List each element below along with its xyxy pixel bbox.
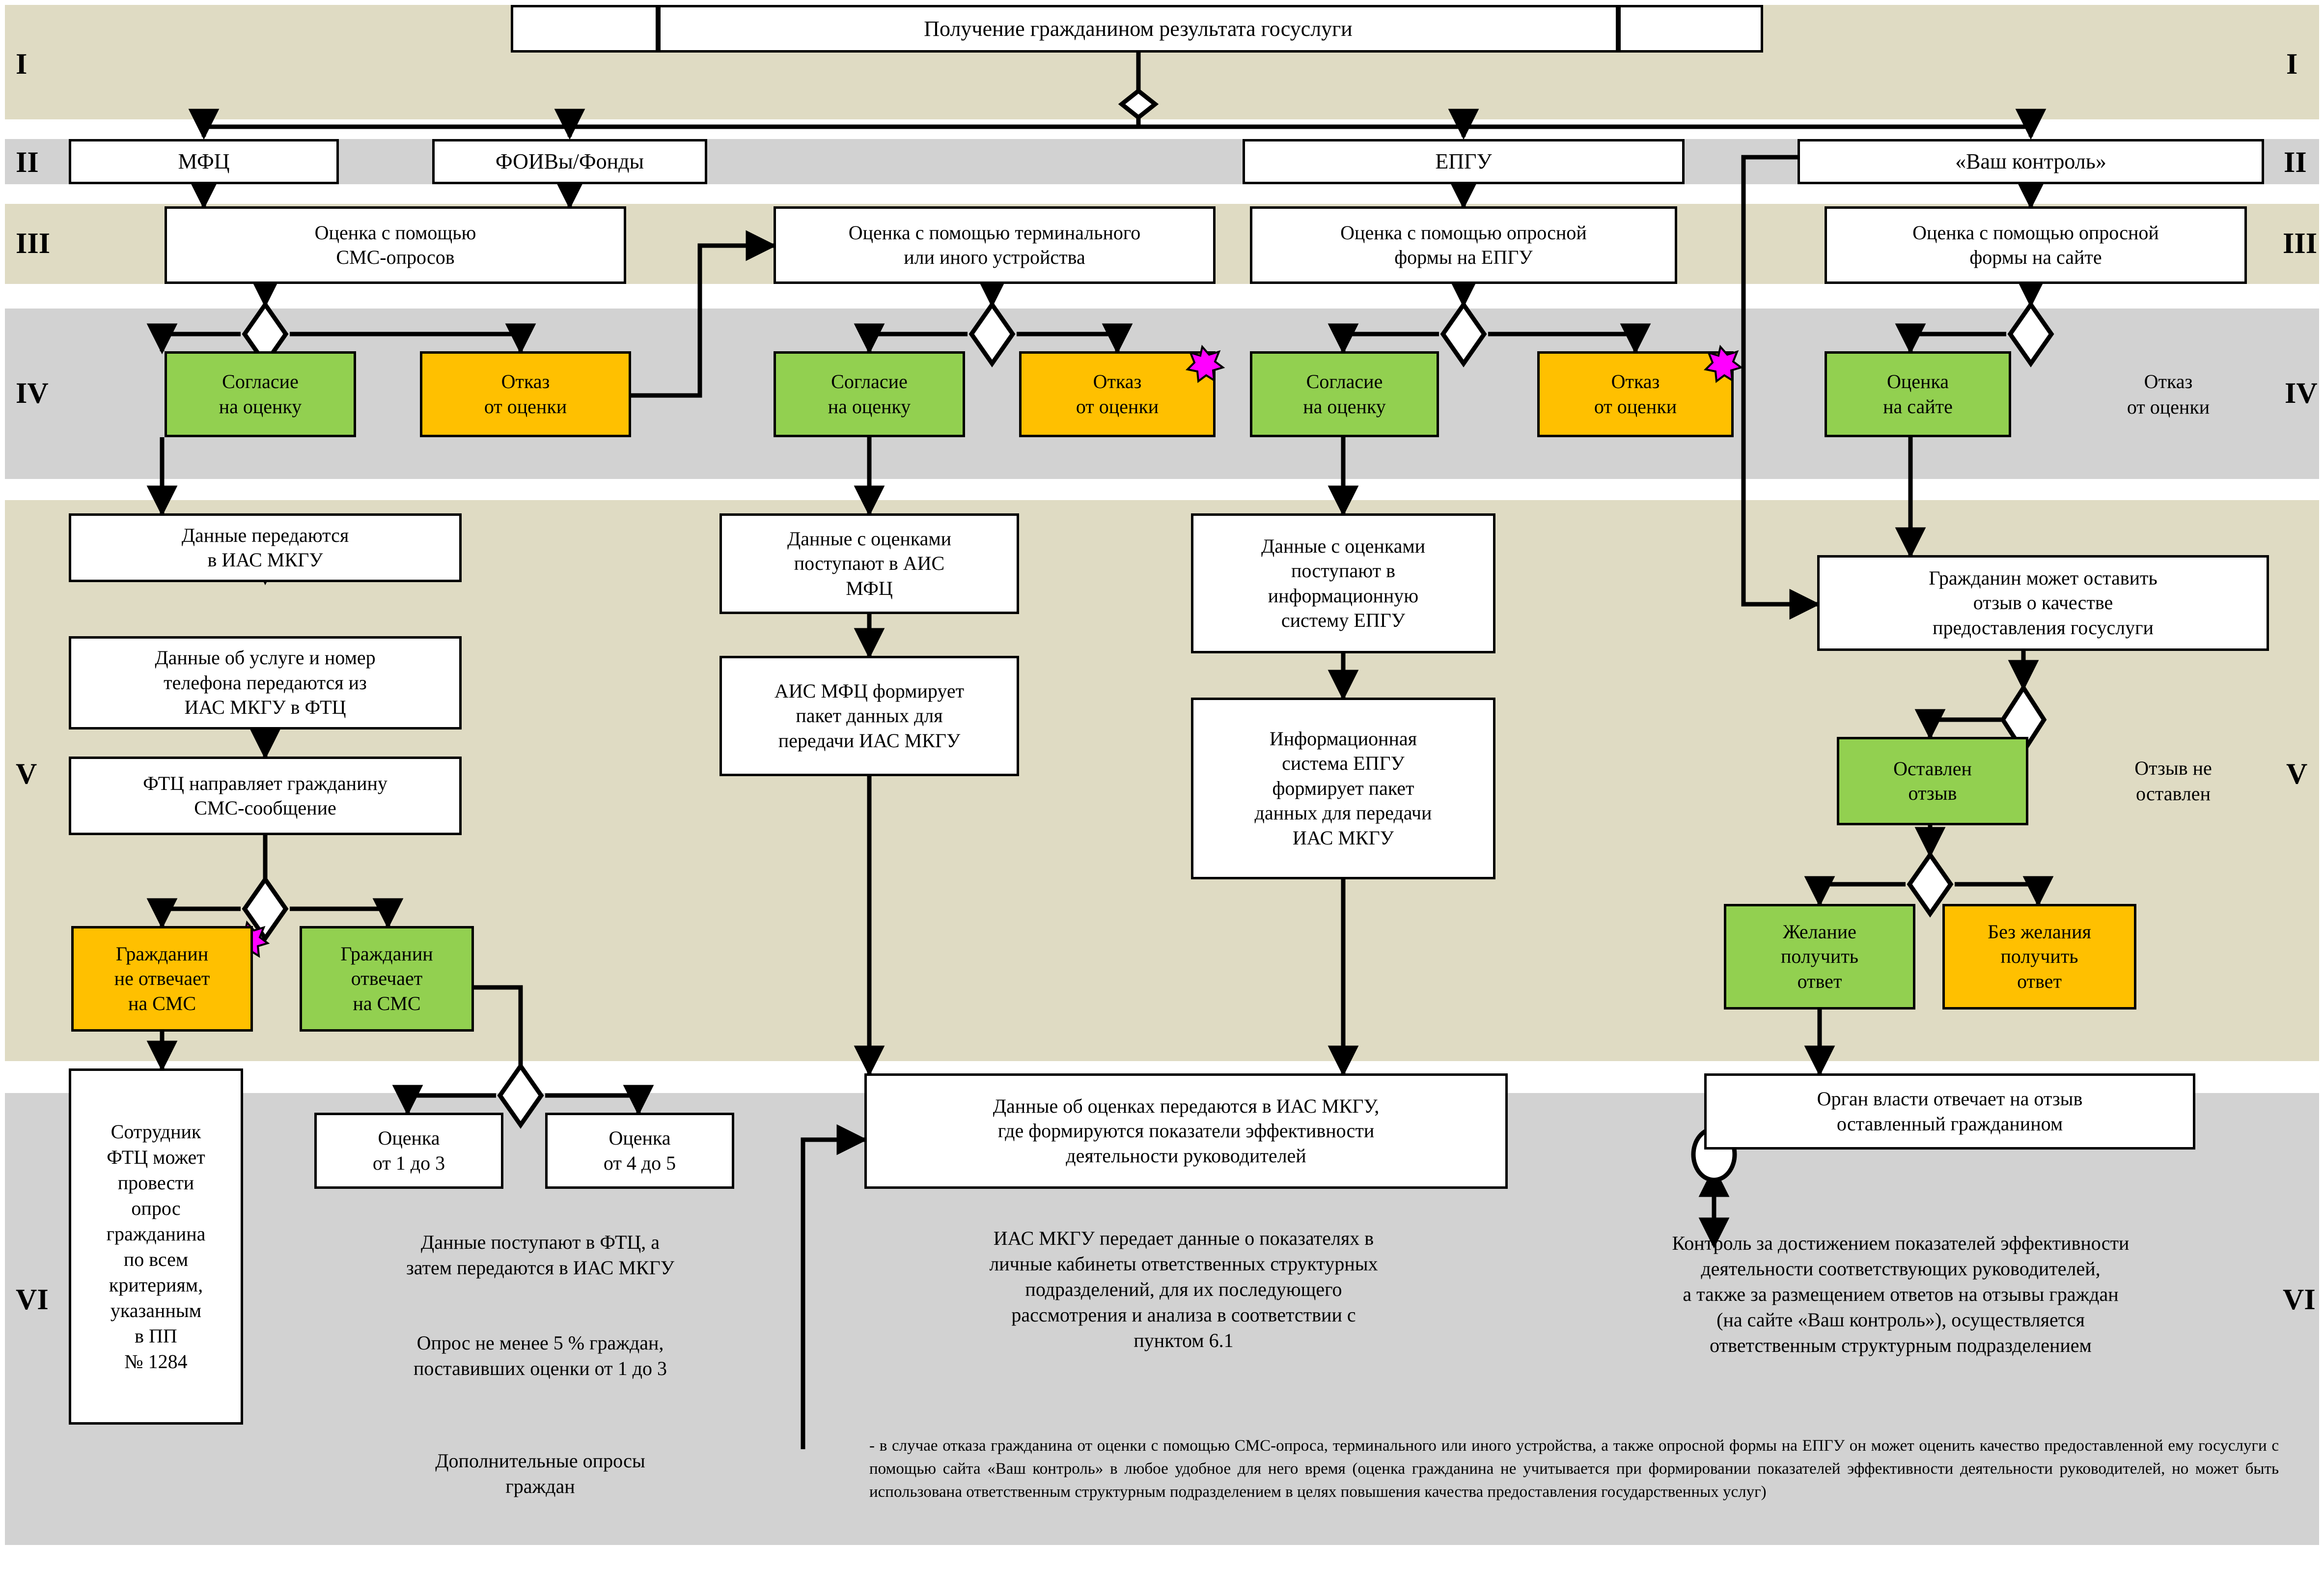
rating-on-site[interactable]: Оценка на сайте xyxy=(1825,351,2011,437)
band-label-III-right: III xyxy=(2283,227,2318,259)
band-label-IV-left: IV xyxy=(16,377,49,409)
consent-mfc[interactable]: Согласие на оценку xyxy=(165,351,356,437)
band-label-II-left: II xyxy=(16,146,39,178)
channel-epgu[interactable]: ЕПГУ xyxy=(1243,139,1685,184)
terminal-step1: Данные с оценками поступают в АИС МФЦ xyxy=(719,513,1019,614)
terminal-step2: АИС МФЦ формирует пакет данных для перед… xyxy=(719,656,1019,776)
citizen-no-sms-answer[interactable]: Гражданин не отвечает на СМС xyxy=(71,926,253,1032)
ftc-employee-survey: Сотрудник ФТЦ может провести опрос гражд… xyxy=(69,1068,243,1425)
iac-mkgu-indicators: Данные об оценках передаются в ИАС МКГУ,… xyxy=(864,1073,1508,1189)
band-label-VI-left: VI xyxy=(16,1283,49,1316)
mfc-step1: Данные передаются в ИАС МКГУ xyxy=(69,513,462,582)
review-left[interactable]: Оставлен отзыв xyxy=(1837,737,2028,825)
mfc-step2: Данные об услуге и номер телефона переда… xyxy=(69,636,462,730)
no-answer-wanted[interactable]: Без желания получить ответ xyxy=(1942,904,2136,1010)
refusal-epgu[interactable]: Отказ от оценки xyxy=(1537,351,1734,437)
band-label-V-right: V xyxy=(2286,758,2308,790)
citizen-sms-answer[interactable]: Гражданин отвечает на СМС xyxy=(300,926,474,1032)
band-label-I-right: I xyxy=(2286,48,2298,80)
consent-epgu[interactable]: Согласие на оценку xyxy=(1250,351,1439,437)
title-right-cell xyxy=(1618,5,1763,53)
refusal-on-site-label: Отказ от оценки xyxy=(2127,370,2210,418)
method-sms[interactable]: Оценка с помощью СМС-опросов xyxy=(165,206,626,284)
mfc-step3: ФТЦ направляет гражданину СМС-сообщение xyxy=(69,757,462,835)
refusal-mfc[interactable]: Отказ от оценки xyxy=(420,351,631,437)
wants-answer[interactable]: Желание получить ответ xyxy=(1724,904,1915,1010)
note-survey-5-percent: Опрос не менее 5 % граждан, поставивших … xyxy=(414,1332,667,1379)
method-epgu-form[interactable]: Оценка с помощью опросной формы на ЕПГУ xyxy=(1250,206,1677,284)
method-terminal[interactable]: Оценка с помощью терминального или иного… xyxy=(774,206,1216,284)
review-not-left-label: Отзыв не оставлен xyxy=(2134,757,2212,805)
band-label-III-left: III xyxy=(16,227,51,259)
score-low: Оценка от 1 до 3 xyxy=(314,1113,503,1189)
channel-foivy[interactable]: ФОИВы/Фонды xyxy=(432,139,707,184)
band-label-II-right: II xyxy=(2284,146,2307,178)
method-site-form[interactable]: Оценка с помощью опросной формы на сайте xyxy=(1825,206,2247,284)
authority-answers-review: Орган власти отвечает на отзыв оставленн… xyxy=(1704,1073,2195,1150)
band-label-VI-right: VI xyxy=(2283,1283,2316,1316)
epgu-step1: Данные с оценками поступают в информацио… xyxy=(1191,513,1495,653)
page-title: Получение гражданином результата госуслу… xyxy=(658,5,1618,53)
footnote-text: - в случае отказа гражданина от оценки с… xyxy=(869,1437,2279,1501)
title-left-cell xyxy=(511,5,658,53)
band-label-V-left: V xyxy=(16,758,37,790)
note-data-to-ftc: Данные поступают в ФТЦ, а затем передают… xyxy=(406,1231,675,1279)
note-control: Контроль за достижением показателей эффе… xyxy=(1672,1232,2130,1356)
epgu-step2: Информационная система ЕПГУ формирует па… xyxy=(1191,698,1495,879)
band-label-IV-right: IV xyxy=(2285,377,2318,409)
note-iac-transfer: ИАС МКГУ передает данные о показателях в… xyxy=(989,1227,1378,1351)
score-high: Оценка от 4 до 5 xyxy=(545,1113,734,1189)
channel-mfc[interactable]: МФЦ xyxy=(69,139,339,184)
site-citizen-review: Гражданин может оставить отзыв о качеств… xyxy=(1817,555,2269,651)
channel-vash-kontrol[interactable]: «Ваш контроль» xyxy=(1798,139,2264,184)
band-label-I-left: I xyxy=(16,48,28,80)
consent-terminal[interactable]: Согласие на оценку xyxy=(774,351,965,437)
refusal-terminal[interactable]: Отказ от оценки xyxy=(1019,351,1216,437)
note-additional-surveys: Дополнительные опросы граждан xyxy=(435,1450,645,1497)
